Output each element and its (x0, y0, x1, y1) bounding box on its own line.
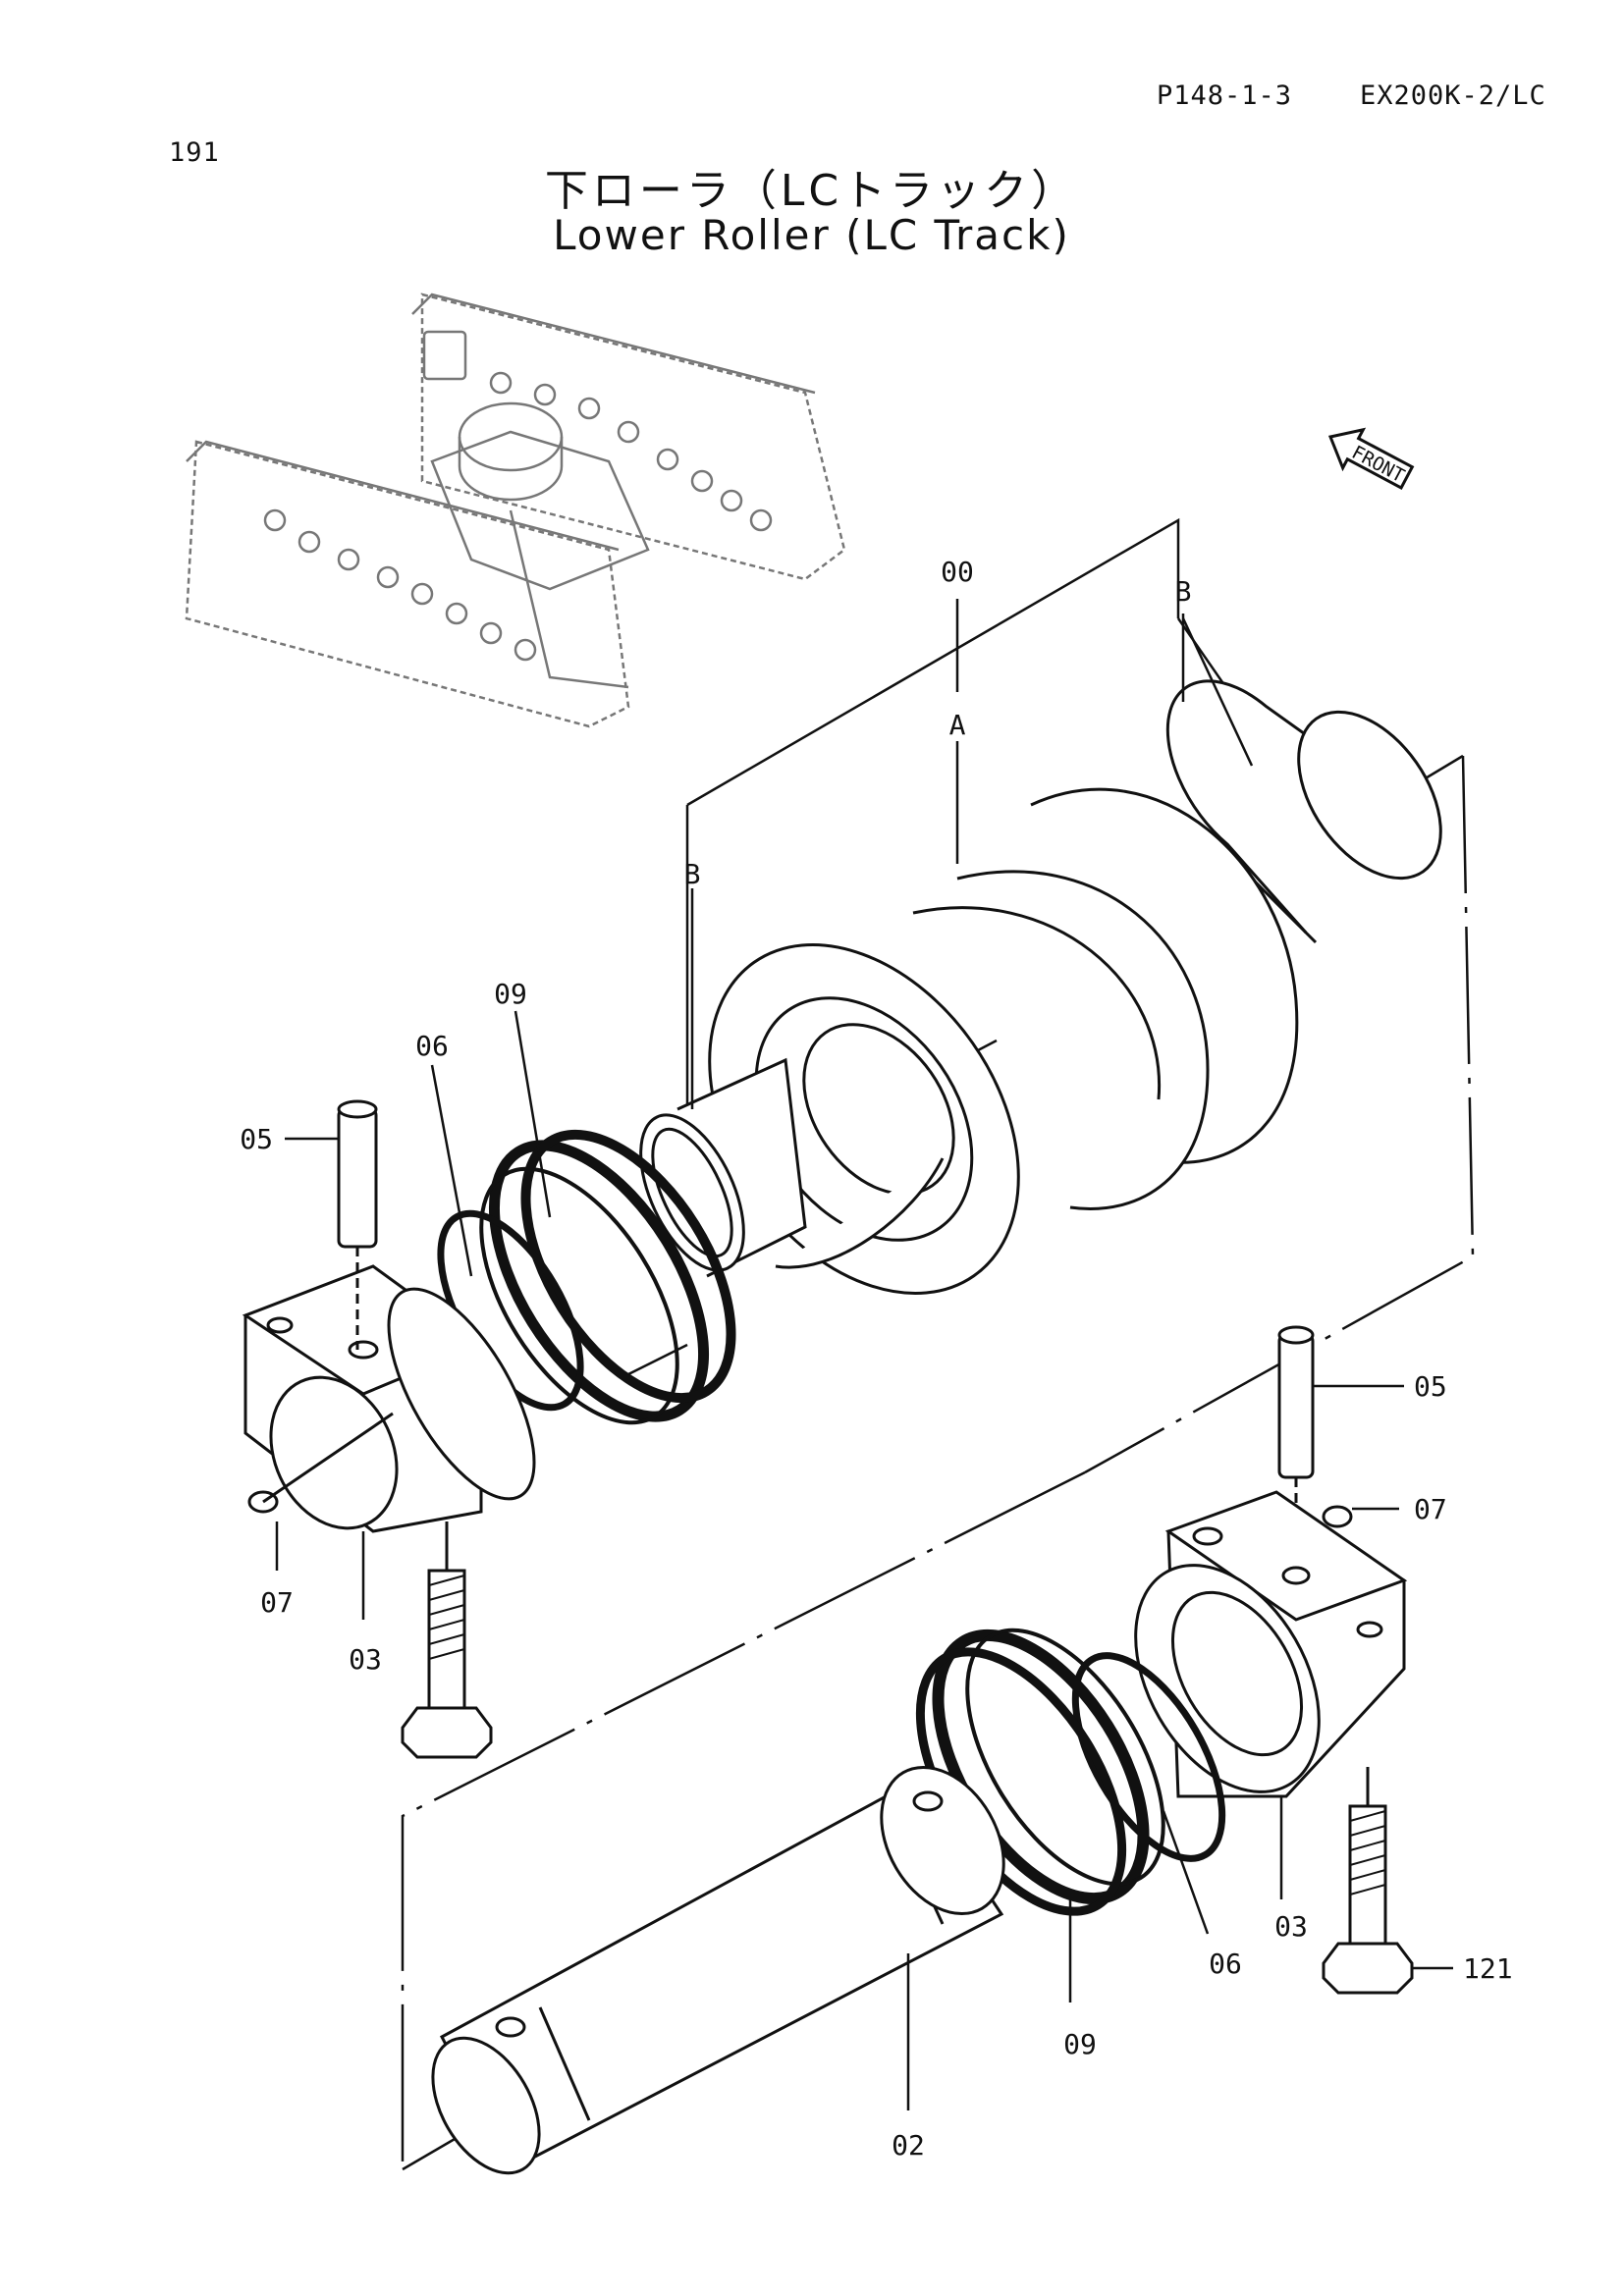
title-japanese: 下ローラ（LCトラック） (544, 166, 1079, 216)
callout-03-right: 03 (1274, 1910, 1308, 1943)
callout-a: A (949, 709, 966, 741)
track-frame-sketch (185, 293, 846, 728)
callout-06-right: 06 (1209, 1948, 1242, 1980)
lower-roller-body (639, 679, 1442, 1296)
leader-lines (275, 599, 1453, 2110)
callout-121: 121 (1463, 1952, 1513, 1985)
bolt-right (1322, 1767, 1414, 1995)
callout-09-right: 09 (1063, 2028, 1097, 2060)
collar-right (1134, 1490, 1408, 1798)
callout-b-left: B (684, 858, 701, 890)
front-direction-arrow: FRONT (1327, 427, 1415, 490)
model-code: EX200K-2/LC (1360, 80, 1546, 111)
callout-07-left: 07 (260, 1586, 294, 1619)
title-english: Lower Roller (LC Track) (553, 211, 1070, 259)
o-ring-right (1071, 1652, 1226, 1862)
callout-02: 02 (892, 2129, 925, 2162)
callout-00: 00 (941, 556, 974, 588)
bolt-left (401, 1522, 493, 1759)
plug-left (247, 1412, 394, 1514)
pin-left (337, 1099, 378, 1350)
page-number: 191 (169, 137, 220, 168)
callout-b-right: B (1175, 575, 1192, 608)
floating-seal-left (479, 1129, 736, 1425)
roller-shaft (431, 1765, 1005, 2175)
callout-06-left: 06 (415, 1030, 449, 1062)
callout-09-left: 09 (494, 978, 527, 1010)
callout-03-left: 03 (349, 1643, 382, 1676)
callout-07-right: 07 (1414, 1493, 1447, 1525)
figure-code: P148-1-3 (1157, 80, 1293, 111)
callout-labels: 00 A B B 09 06 05 07 03 05 07 06 03 121 … (240, 556, 1512, 2162)
pin-right (1277, 1325, 1315, 1571)
callout-05-right: 05 (1414, 1370, 1447, 1403)
collar-left (242, 1264, 536, 1533)
plug-right (1322, 1505, 1353, 1528)
callout-05-left: 05 (240, 1123, 273, 1155)
